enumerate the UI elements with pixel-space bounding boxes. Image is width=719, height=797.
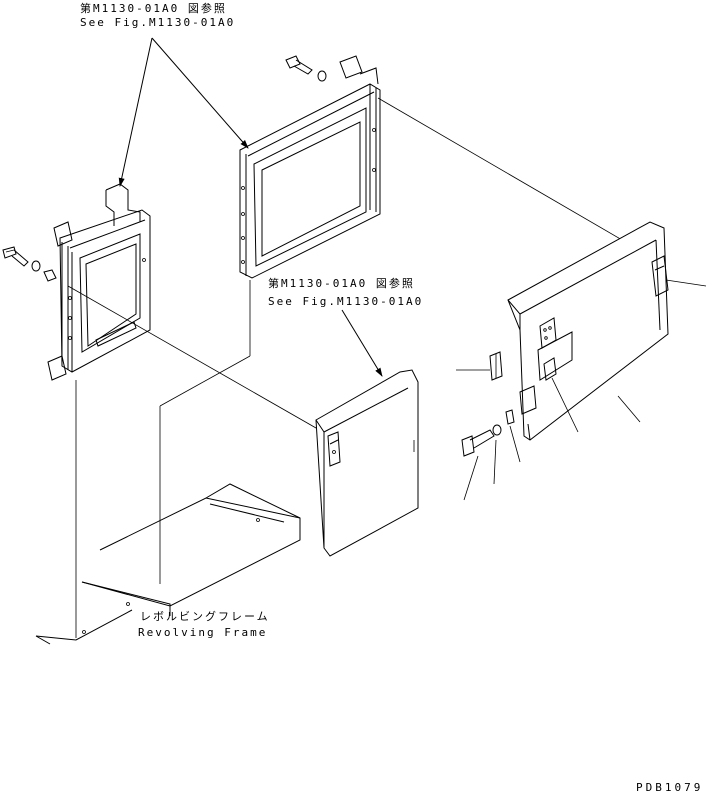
right-washer (492, 424, 502, 436)
revolving-frame (35, 483, 301, 645)
revolving-frame-label-jp: レボルビングフレーム (140, 610, 270, 623)
right-door-panel (507, 221, 669, 441)
small-latch (505, 409, 515, 425)
left-bolt (2, 246, 29, 267)
mid-reference-en: See Fig.M1130-01A0 (268, 295, 424, 308)
left-clip (43, 269, 57, 282)
revolving-frame-label-en: Revolving Frame (138, 626, 268, 639)
drawing-code: PDB1079 (636, 781, 704, 794)
upper-radiator-frame (239, 55, 381, 279)
rubber-stopper (489, 351, 503, 381)
mid-reference-jp: 第M1130-01A0 図参照 (268, 277, 415, 290)
right-bolt (461, 429, 495, 457)
middle-door-panel (315, 369, 419, 557)
upper-washer (317, 70, 327, 82)
top-reference-jp: 第M1130-01A0 図参照 (80, 2, 227, 15)
left-washer (31, 260, 41, 272)
top-reference-leaders (118, 37, 249, 187)
top-reference-en: See Fig.M1130-01A0 (80, 16, 236, 29)
upper-bolt (285, 55, 313, 75)
left-radiator-frame (47, 183, 151, 381)
